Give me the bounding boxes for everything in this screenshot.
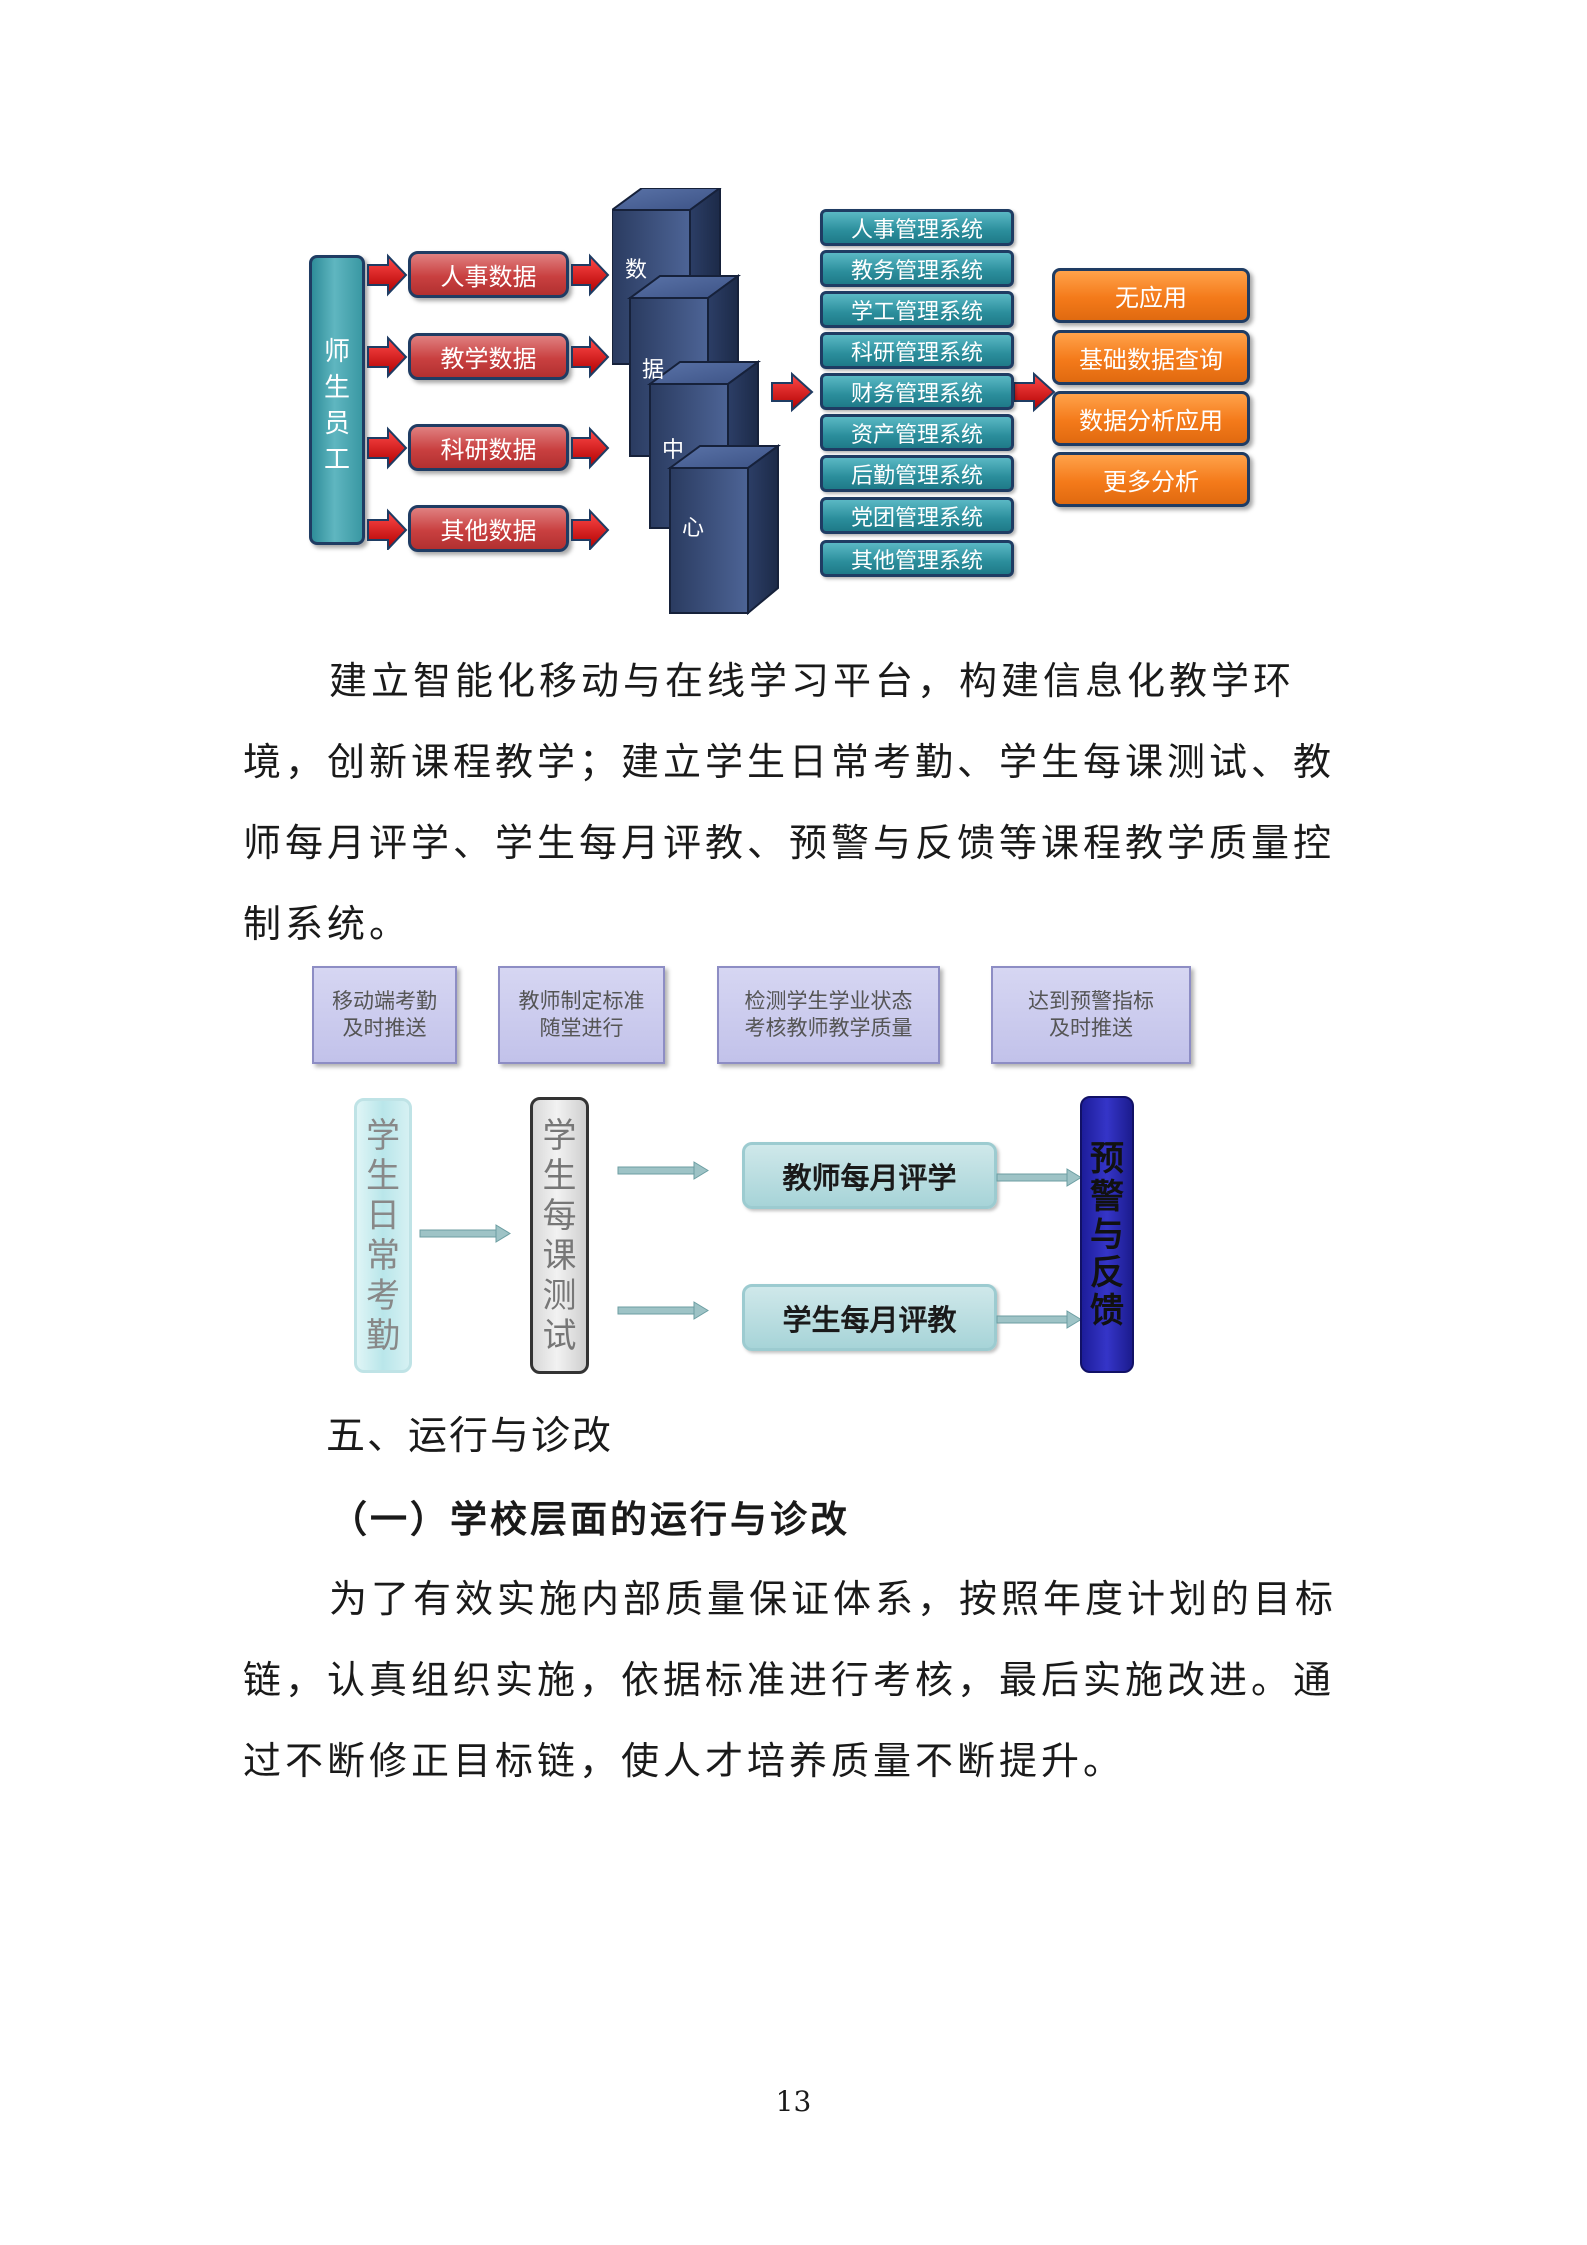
- warning-feedback-box: 预 警 与 反 馈: [1080, 1096, 1134, 1373]
- system-item: 财务管理系统: [820, 373, 1014, 410]
- datacenter-char: 据: [642, 358, 665, 383]
- paragraph-operation: 为了有效实施内部质量保证体系，按照年度计划的目标 链，认真组织实施，依据标准进行…: [243, 1559, 1351, 1802]
- paragraph-line: 过不断修正目标链，使人才培养质量不断提升。: [243, 1739, 1126, 1783]
- note-line: 教师制定标准: [518, 989, 645, 1013]
- note-line: 移动端考勤: [332, 989, 437, 1013]
- paragraph-line: 境，创新课程教学；建立学生日常考勤、学生每课测试、教: [243, 740, 1336, 784]
- red-arrow-icon: [367, 426, 408, 470]
- attendance-char: 勤: [366, 1315, 400, 1356]
- system-item: 科研管理系统: [820, 332, 1014, 369]
- arrow-right-icon: [617, 1301, 709, 1320]
- student-eval-box: 学生每月评教: [742, 1284, 997, 1351]
- red-arrow-icon: [571, 508, 610, 550]
- system-item: 其他管理系统: [820, 540, 1014, 577]
- test-box: 学 生 每 课 测 试: [530, 1097, 589, 1374]
- datacenter-char: 中: [662, 438, 685, 463]
- paragraph-line: 链，认真组织实施，依据标准进行考核，最后实施改进。通: [243, 1658, 1336, 1702]
- note-line: 考核教师教学质量: [744, 1016, 913, 1040]
- section-heading: 五、运行与诊改: [326, 1414, 614, 1459]
- attendance-char: 生: [366, 1155, 400, 1196]
- systems-to-apps-arrow: [1013, 371, 1056, 413]
- test-char: 试: [542, 1315, 577, 1356]
- source-staff-box: 师 生 员 工: [309, 255, 365, 545]
- system-item: 教务管理系统: [820, 250, 1014, 287]
- red-arrow-icon: [367, 335, 408, 379]
- attendance-char: 常: [366, 1235, 400, 1276]
- note-box: 移动端考勤 及时推送: [312, 966, 457, 1064]
- test-char: 测: [542, 1275, 577, 1316]
- arrow-right-icon: [419, 1224, 511, 1243]
- system-item: 学工管理系统: [820, 291, 1014, 328]
- test-to-teacher-arrow: [617, 1161, 709, 1180]
- source-char: 员: [323, 409, 350, 439]
- arrow-right-icon: [996, 1310, 1082, 1329]
- red-arrow-icon: [571, 335, 610, 379]
- warning-char: 警: [1090, 1176, 1124, 1217]
- system-item: 党团管理系统: [820, 497, 1014, 534]
- teacher-eval-box: 教师每月评学: [742, 1142, 997, 1209]
- note-line: 及时推送: [342, 1016, 427, 1040]
- datacenter-servers: [612, 188, 782, 616]
- note-box: 教师制定标准 随堂进行: [498, 966, 665, 1064]
- center-to-systems-arrow: [771, 371, 814, 413]
- red-arrow-icon: [571, 253, 610, 297]
- warning-char: 反: [1090, 1252, 1124, 1293]
- student-to-warning-arrow: [996, 1310, 1082, 1329]
- datacenter-char: 数: [625, 258, 648, 283]
- paragraph-line: 制系统。: [243, 902, 412, 946]
- note-box: 达到预警指标 及时推送: [991, 966, 1191, 1064]
- warning-char: 预: [1090, 1138, 1124, 1179]
- attendance-char: 考: [366, 1275, 400, 1316]
- attendance-box: 学 生 日 常 考 勤: [354, 1098, 412, 1373]
- attendance-to-test-arrow: [419, 1224, 511, 1243]
- app-item: 基础数据查询: [1052, 330, 1250, 385]
- test-char: 生: [542, 1155, 577, 1196]
- test-char: 学: [542, 1115, 577, 1156]
- server-cube-icon: [666, 444, 782, 616]
- data-item-other: 其他数据: [408, 505, 569, 552]
- system-item: 后勤管理系统: [820, 455, 1014, 492]
- paragraph-teaching-platform: 建立智能化移动与在线学习平台，构建信息化教学环 境，创新课程教学；建立学生日常考…: [243, 641, 1351, 965]
- red-arrow-icon: [367, 508, 408, 550]
- paragraph-line: 师每月评学、学生每月评教、预警与反馈等课程教学质量控: [243, 821, 1336, 865]
- data-item-personnel: 人事数据: [408, 251, 569, 298]
- subsection-heading: （一）学校层面的运行与诊改: [330, 1497, 850, 1541]
- red-arrow-icon: [1013, 371, 1056, 413]
- data-arrows: [571, 253, 610, 550]
- data-item-research: 科研数据: [408, 424, 569, 471]
- app-item: 更多分析: [1052, 452, 1250, 507]
- test-char: 每: [542, 1195, 577, 1236]
- system-item: 资产管理系统: [820, 414, 1014, 451]
- paragraph-line: 建立智能化移动与在线学习平台，构建信息化教学环: [329, 659, 1296, 703]
- source-char: 师: [323, 337, 350, 367]
- warning-char: 与: [1090, 1214, 1124, 1255]
- source-char: 工: [323, 445, 350, 475]
- paragraph-line: 为了有效实施内部质量保证体系，按照年度计划的目标: [329, 1577, 1338, 1621]
- source-char: 生: [323, 373, 350, 403]
- test-char: 课: [542, 1235, 577, 1276]
- attendance-char: 日: [366, 1195, 400, 1236]
- datacenter-char: 心: [682, 516, 705, 541]
- app-item: 无应用: [1052, 268, 1250, 323]
- attendance-char: 学: [366, 1115, 400, 1156]
- red-arrow-icon: [771, 371, 814, 413]
- red-arrow-icon: [367, 253, 408, 297]
- arrow-right-icon: [996, 1168, 1082, 1187]
- note-line: 随堂进行: [539, 1016, 624, 1040]
- source-arrows: [367, 253, 408, 550]
- note-box: 检测学生学业状态 考核教师教学质量: [717, 966, 940, 1064]
- app-item: 数据分析应用: [1052, 391, 1250, 446]
- system-item: 人事管理系统: [820, 209, 1014, 246]
- page-number: 13: [775, 2085, 812, 2118]
- note-line: 检测学生学业状态: [744, 989, 913, 1013]
- note-line: 及时推送: [1049, 1016, 1133, 1040]
- teacher-to-warning-arrow: [996, 1168, 1082, 1187]
- red-arrow-icon: [571, 426, 610, 470]
- arrow-right-icon: [617, 1161, 709, 1180]
- warning-char: 馈: [1090, 1290, 1124, 1331]
- note-line: 达到预警指标: [1028, 989, 1154, 1013]
- test-to-student-arrow: [617, 1301, 709, 1320]
- data-item-teaching: 教学数据: [408, 333, 569, 380]
